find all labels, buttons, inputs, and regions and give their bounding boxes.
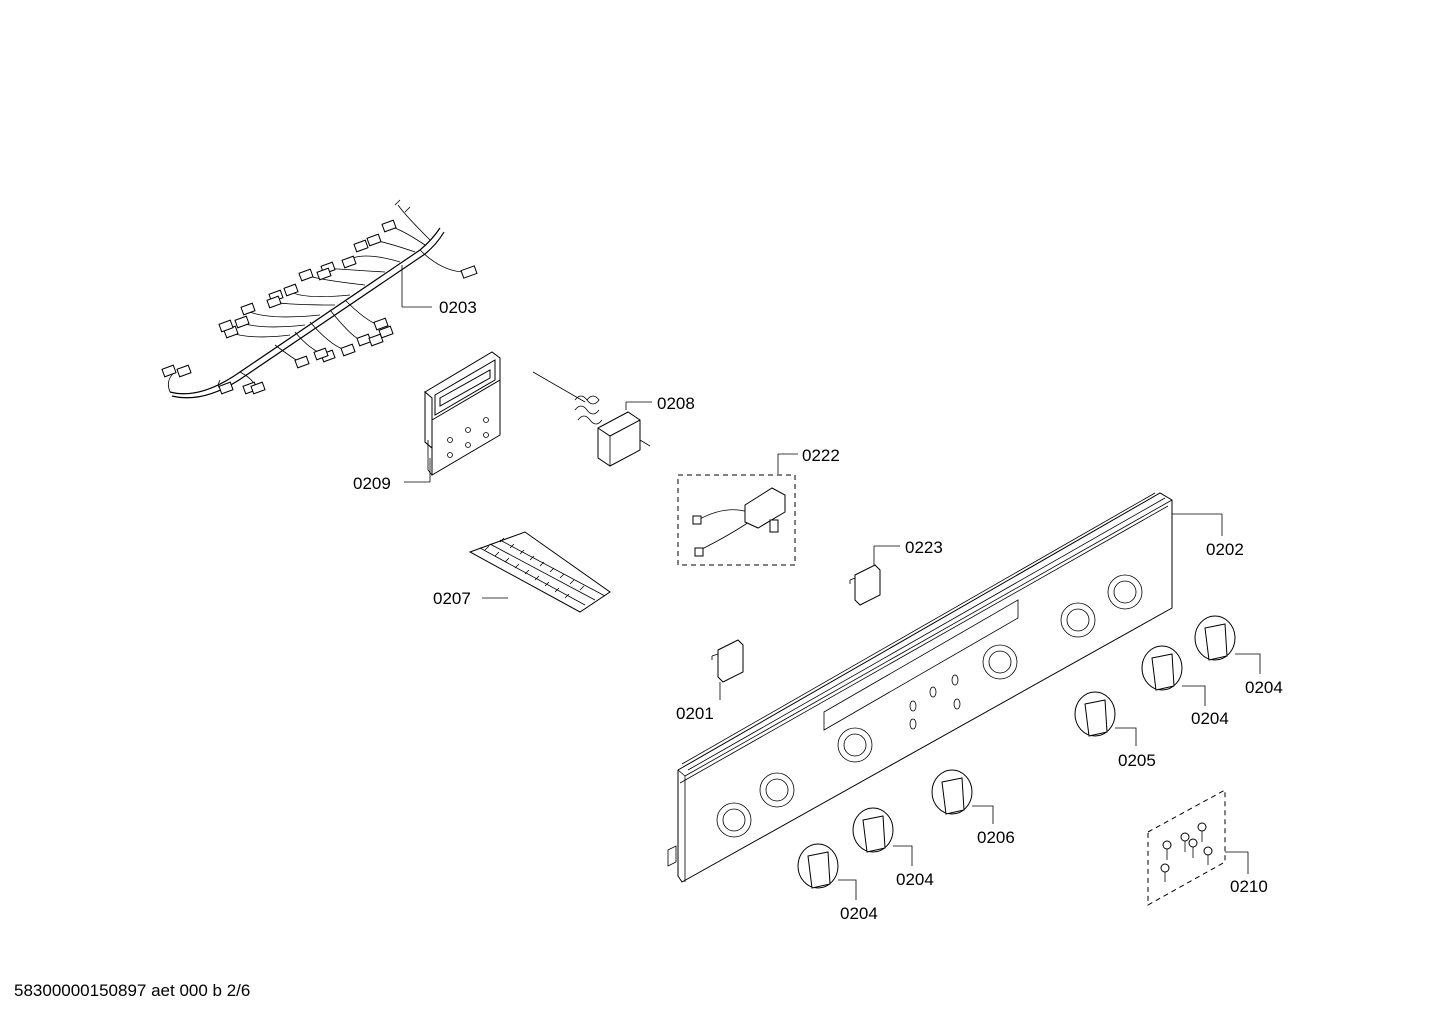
label-0204-b: 0204 (896, 870, 934, 889)
label-0208: 0208 (657, 394, 695, 413)
bracket-0223 (849, 545, 900, 606)
control-panel-0202 (667, 492, 1223, 883)
label-0204-c: 0204 (1191, 709, 1229, 728)
drawing-reference-footer: 58300000150897 aet 000 b 2/6 (14, 981, 251, 1000)
label-0207: 0207 (433, 589, 471, 608)
label-0210: 0210 (1230, 877, 1268, 896)
label-0223: 0223 (905, 538, 943, 557)
screws-0210 (1147, 789, 1249, 906)
switch-cable-0222 (677, 453, 798, 566)
label-0203: 0203 (439, 298, 477, 317)
label-0209: 0209 (353, 474, 391, 493)
module-0209 (404, 351, 501, 483)
label-0204-a: 0204 (840, 904, 878, 923)
label-0204-d: 0204 (1245, 678, 1283, 697)
label-0201: 0201 (676, 704, 714, 723)
part-labels: 0203 0208 0209 0222 0223 0202 0207 0201 … (353, 298, 1283, 923)
terminal-block-0207 (468, 531, 611, 613)
label-0205: 0205 (1118, 751, 1156, 770)
bracket-0201 (711, 639, 744, 700)
label-0222: 0222 (802, 446, 840, 465)
knobs (797, 615, 1261, 900)
label-0206: 0206 (977, 828, 1015, 847)
thermostat-0208 (532, 371, 652, 467)
label-0202: 0202 (1206, 540, 1244, 559)
wiring-harness-0203 (161, 199, 478, 399)
